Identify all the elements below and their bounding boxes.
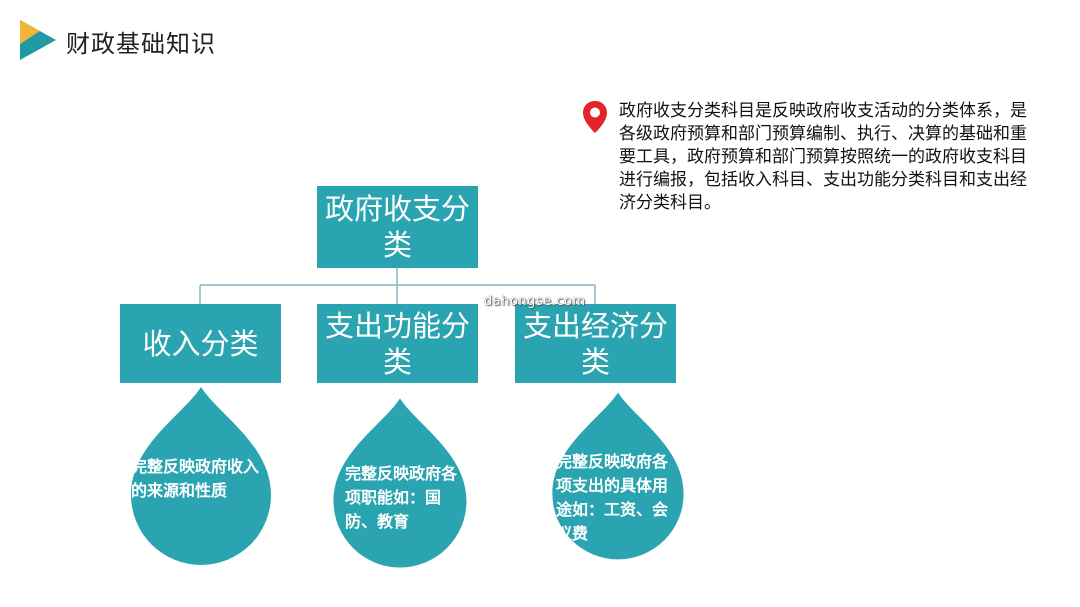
drop-text-economic: 完整反映政府各项支出的具体用途如：工资、会议费 [556,452,669,543]
node-functional-expenditure: 支出功能分类 [317,304,478,383]
map-pin-icon [583,101,607,133]
logo-triangle-icon [20,20,56,60]
page-title: 财政基础知识 [66,30,216,58]
description-text: 政府收支分类科目是反映政府收支活动的分类体系，是各级政府预算和部门预算编制、执行… [619,101,1027,213]
root-node: 政府收支分类 [317,186,478,268]
drop-shape-functional [333,398,467,568]
drop-text-functional: 完整反映政府各项职能如：国防、教育 [345,464,458,531]
drop-shape-income [131,387,271,565]
drop-shape-economic [552,392,684,560]
drop-text-income: 完整反映政府收入的来源和性质 [131,457,260,500]
node-economic-expenditure: 支出经济分类 [515,304,676,383]
watermark: dahongse.com [484,294,586,309]
node-income-classification: 收入分类 [120,304,281,383]
